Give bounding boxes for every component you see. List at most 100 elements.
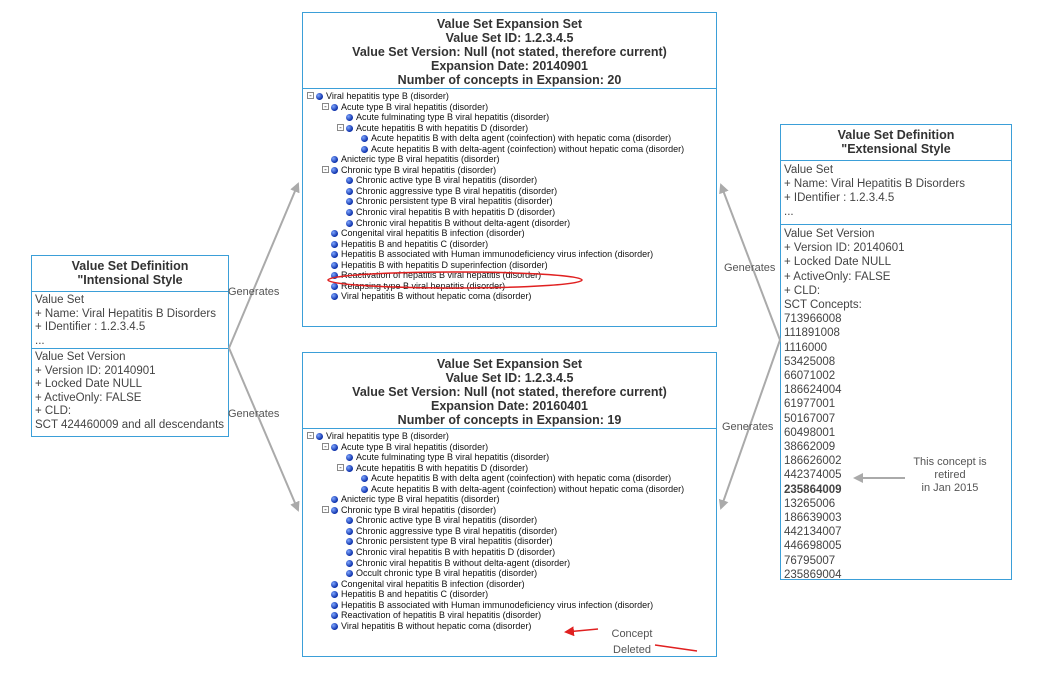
tree-item[interactable]: Acute hepatitis B with delta agent (coin… <box>303 133 716 144</box>
tree-item-label: Chronic aggressive type B viral hepatiti… <box>356 525 558 536</box>
sct-concept-code: 235864009 <box>784 483 842 496</box>
collapse-toggle-icon[interactable]: - <box>307 92 314 100</box>
concept-node-icon <box>361 475 368 483</box>
tree-item-label: Chronic viral hepatitis B with hepatitis… <box>356 547 556 558</box>
tree-item-label: Congenital viral hepatitis B infection (… <box>341 228 525 239</box>
exp2-title: Value Set Expansion Set <box>436 357 583 371</box>
tree-item[interactable]: Occult chronic type B viral hepatitis (d… <box>303 568 716 579</box>
expansion-set-2016: Value Set Expansion Set Value Set ID: 1.… <box>302 352 717 657</box>
tree-item-label: Acute hepatitis B with delta-agent (coin… <box>371 483 685 494</box>
concept-node-icon <box>316 93 323 100</box>
expansion-2014-tree: -Viral hepatitis type B (disorder)-Acute… <box>303 88 716 326</box>
tree-item[interactable]: Congenital viral hepatitis B infection (… <box>303 579 716 590</box>
sct-concept-code: 61977001 <box>784 398 836 411</box>
tree-item[interactable]: Chronic active type B viral hepatitis (d… <box>303 515 716 526</box>
extensional-definition-box: Value Set Definition "Extensional Style … <box>780 124 1012 581</box>
tree-item[interactable]: Congenital viral hepatitis B infection (… <box>303 228 716 239</box>
tree-item[interactable]: -Acute type B viral hepatitis (disorder) <box>303 442 716 453</box>
tree-item[interactable]: -Viral hepatitis type B (disorder) <box>303 91 716 102</box>
circled-concept-highlight <box>327 271 583 289</box>
tree-item-label: Chronic aggressive type B viral hepatiti… <box>356 185 558 196</box>
concept-node-icon <box>361 145 368 153</box>
retired-note-line3: in Jan 2015 <box>921 482 979 494</box>
ext-locked-date: + Locked Date NULL <box>784 256 892 269</box>
collapse-toggle-icon[interactable]: - <box>322 165 329 173</box>
collapse-toggle-icon[interactable]: - <box>322 505 329 513</box>
sct-concept-code: 13265006 <box>784 497 836 510</box>
intensional-definition-box: Value Set Definition "Intensional Style … <box>31 255 229 437</box>
tree-item[interactable]: Acute fulminating type B viral hepatitis… <box>303 112 716 123</box>
version-id: + Version ID: 20140901 <box>35 364 156 377</box>
tree-item[interactable]: Chronic aggressive type B viral hepatiti… <box>303 186 716 197</box>
tree-item[interactable]: Acute fulminating type B viral hepatitis… <box>303 452 716 463</box>
sct-concept-code: 66071002 <box>784 370 836 383</box>
tree-item[interactable]: Acute hepatitis B with delta-agent (coin… <box>303 484 716 495</box>
exp2-id: Value Set ID: 1.2.3.4.5 <box>445 371 574 385</box>
tree-item[interactable]: Hepatitis B and hepatitis C (disorder) <box>303 589 716 600</box>
tree-item[interactable]: -Chronic type B viral hepatitis (disorde… <box>303 165 716 176</box>
tree-item[interactable]: Acute hepatitis B with delta agent (coin… <box>303 473 716 484</box>
collapse-toggle-icon[interactable]: - <box>322 102 329 110</box>
tree-item[interactable]: Chronic persistent type B viral hepatiti… <box>303 196 716 207</box>
tree-item[interactable]: Chronic persistent type B viral hepatiti… <box>303 536 716 547</box>
tree-item[interactable]: Anicteric type B viral hepatitis (disord… <box>303 154 716 165</box>
concept-node-icon <box>331 261 338 269</box>
tree-item[interactable]: -Chronic type B viral hepatitis (disorde… <box>303 505 716 516</box>
exp1-count: Number of concepts in Expansion: 20 <box>397 73 622 87</box>
tree-item-label: Chronic active type B viral hepatitis (d… <box>356 175 538 186</box>
sct-concept-code: 38662009 <box>784 441 836 454</box>
concept-node-icon <box>346 549 353 557</box>
expansion-2016-tree: -Viral hepatitis type B (disorder)-Acute… <box>303 428 716 656</box>
tree-item[interactable]: -Acute type B viral hepatitis (disorder) <box>303 102 716 113</box>
tree-item[interactable]: Reactivation of hepatitis B viral hepati… <box>303 610 716 621</box>
tree-item[interactable]: Chronic viral hepatitis B with hepatitis… <box>303 207 716 218</box>
concept-node-icon <box>331 240 338 248</box>
tree-item[interactable]: Chronic viral hepatitis B with hepatitis… <box>303 547 716 558</box>
concept-node-icon <box>346 187 353 195</box>
cld-label: + CLD: <box>35 405 72 417</box>
concept-node-icon <box>346 114 353 122</box>
tree-item-label: Chronic viral hepatitis B without delta-… <box>356 557 571 568</box>
tree-item[interactable]: Hepatitis B associated with Human immuno… <box>303 249 716 260</box>
ext-cld-label: + CLD: <box>784 284 821 297</box>
arrow-intensional-to-exp1 <box>228 182 300 349</box>
retired-note: This concept is retired in Jan 2015 <box>905 456 995 495</box>
concept-node-icon <box>331 506 338 514</box>
sct-concept-code: 442374005 <box>784 469 842 482</box>
tree-item[interactable]: Hepatitis B and hepatitis C (disorder) <box>303 239 716 250</box>
tree-item[interactable]: Chronic viral hepatitis B without delta-… <box>303 558 716 569</box>
concept-node-icon <box>331 580 338 588</box>
tree-item[interactable]: Chronic active type B viral hepatitis (d… <box>303 175 716 186</box>
concept-node-icon <box>346 124 353 132</box>
concept-node-icon <box>346 198 353 206</box>
tree-item-label: Hepatitis B and hepatitis C (disorder) <box>341 238 489 249</box>
tree-item-label: Chronic viral hepatitis B with hepatitis… <box>356 207 556 218</box>
tree-item[interactable]: Hepatitis B associated with Human immuno… <box>303 600 716 611</box>
collapse-toggle-icon[interactable]: - <box>337 463 344 471</box>
tree-item[interactable]: Relapsing type B viral hepatitis (disord… <box>303 281 716 292</box>
tree-item[interactable]: Anicteric type B viral hepatitis (disord… <box>303 494 716 505</box>
tree-item[interactable]: Chronic aggressive type B viral hepatiti… <box>303 526 716 537</box>
concept-node-icon <box>346 570 353 578</box>
collapse-toggle-icon[interactable]: - <box>307 432 314 440</box>
tree-item[interactable]: Viral hepatitis B without hepatic coma (… <box>303 621 716 632</box>
sct-concept-code: 111891008 <box>784 327 840 340</box>
tree-item[interactable]: Chronic viral hepatitis B without delta-… <box>303 218 716 229</box>
sct-concept-code: 76795007 <box>784 554 836 567</box>
tree-item[interactable]: Acute hepatitis B with delta-agent (coin… <box>303 144 716 155</box>
tree-item[interactable]: Viral hepatitis B without hepatic coma (… <box>303 291 716 302</box>
tree-item-label: Congenital viral hepatitis B infection (… <box>341 578 525 589</box>
collapse-toggle-icon[interactable]: - <box>337 123 344 131</box>
tree-item-label: Acute hepatitis B with hepatitis D (diso… <box>356 462 529 473</box>
concept-node-icon <box>346 454 353 462</box>
tree-item[interactable]: -Viral hepatitis type B (disorder) <box>303 431 716 442</box>
tree-item[interactable]: - Acute hepatitis B with hepatitis D (dis… <box>303 463 716 474</box>
tree-item[interactable]: Reactivation of hepatitis B viral hepati… <box>303 270 716 281</box>
tree-item[interactable]: -Acute hepatitis B with hepatitis D (dis… <box>303 123 716 134</box>
expansion-2014-header: Value Set Expansion Set Value Set ID: 1.… <box>303 13 716 87</box>
tree-item-label: Reactivation of hepatitis B viral hepati… <box>341 610 542 621</box>
extensional-title: Value Set Definition "Extensional Style <box>781 125 1011 160</box>
tree-item[interactable]: Hepatitis B with hepatitis D superinfect… <box>303 260 716 271</box>
collapse-toggle-icon[interactable]: - <box>322 442 329 450</box>
concept-node-icon <box>331 103 338 111</box>
